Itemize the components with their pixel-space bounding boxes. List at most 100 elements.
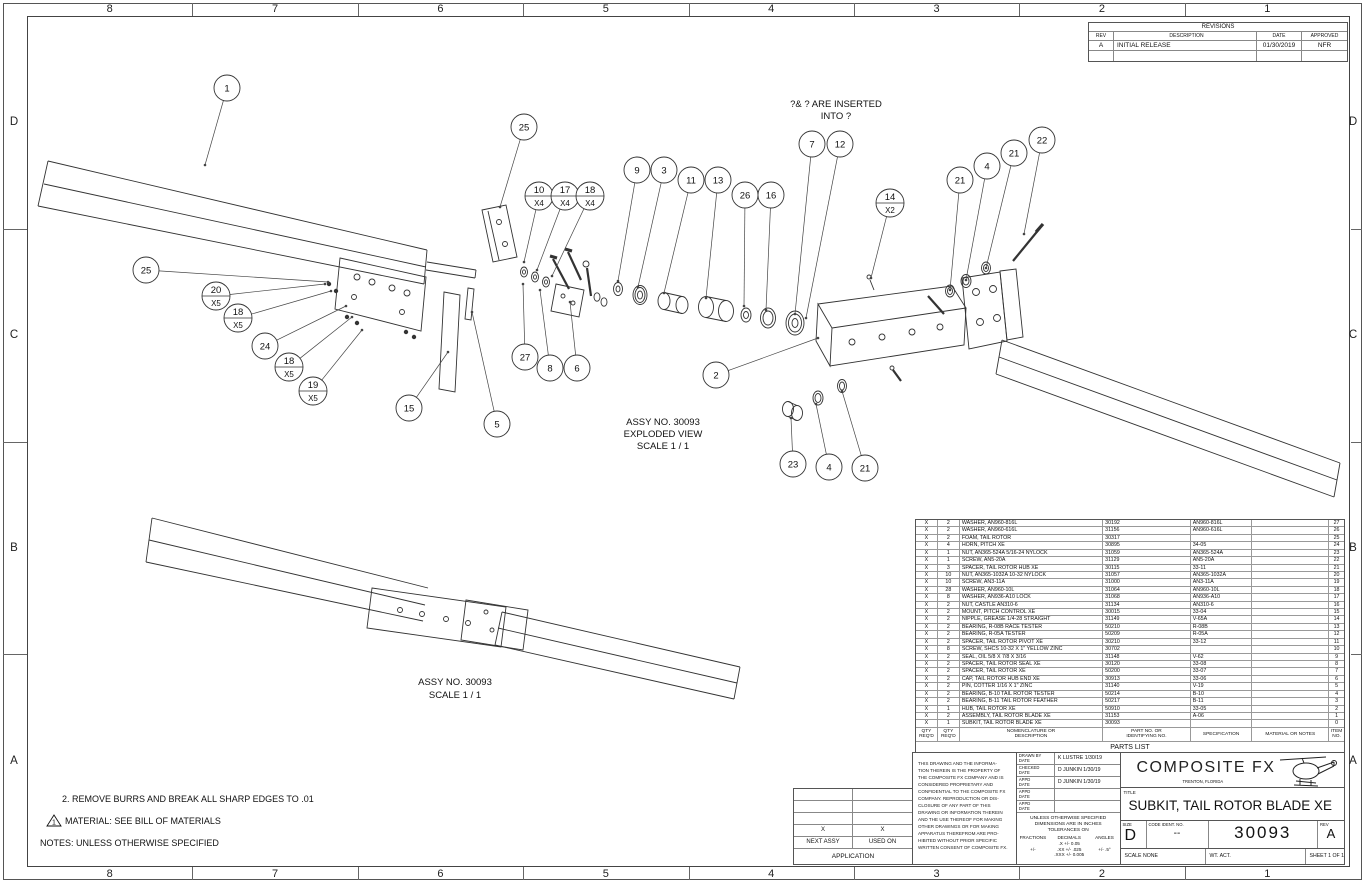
parts-cell: 14: [1333, 616, 1340, 623]
parts-cell: 50214: [1103, 690, 1191, 698]
parts-cell: 3: [1335, 698, 1339, 705]
tolerance-block: UNLESS OTHERWISE SPECIFIED DIMENSIONS AR…: [1017, 813, 1120, 864]
parts-cell: R-05A: [1191, 631, 1253, 638]
proprietary-line: WRITTEN CONSENT OF COMPOSITE FX.: [918, 845, 1008, 850]
svg-text:9: 9: [634, 165, 639, 176]
parts-cell: 26: [1333, 527, 1340, 534]
proprietary-line: TION THEREIN IS THE PROPERTY OF: [918, 768, 1001, 773]
revisions-title: REVISIONS: [1089, 23, 1347, 32]
balloon-15: 15: [395, 350, 450, 422]
parts-cell: 2: [938, 601, 960, 609]
tolerance-fractions: FRACTIONS +/-: [1019, 835, 1047, 852]
svg-text:11: 11: [686, 175, 696, 186]
zone-letter-right: D: [1348, 116, 1358, 129]
exploded-label-line2: EXPLODED VIEW: [624, 429, 703, 440]
svg-text:3: 3: [661, 165, 666, 176]
zone-tick: [192, 3, 194, 16]
parts-cell: 2: [938, 638, 960, 646]
sheet-inner-frame: [27, 16, 1350, 867]
balloon-25: 25: [132, 256, 330, 284]
parts-cell: WASHER, AN960-10L: [960, 586, 1104, 594]
zone-tick: [688, 3, 690, 16]
zone-number-top: 8: [106, 3, 113, 15]
parts-cell: [1252, 520, 1330, 527]
svg-text:10: 10: [534, 185, 545, 196]
parts-cell: [1252, 646, 1330, 653]
svg-text:27: 27: [520, 352, 531, 363]
parts-cell: 10: [1333, 646, 1340, 653]
parts-cell: AN960-10L: [1191, 586, 1253, 594]
tolerance-decimal-value: .XXX +/- 0.005: [1054, 852, 1085, 858]
parts-cell: 2: [938, 661, 960, 668]
application-x-row: X X: [794, 825, 912, 837]
parts-cell: [1252, 609, 1330, 616]
parts-cell: X: [916, 653, 938, 661]
parts-cell: 1: [938, 549, 960, 557]
spindle-shaft: [425, 261, 477, 279]
parts-cell: 15: [1333, 609, 1340, 616]
parts-cell: 2: [1335, 705, 1339, 712]
parts-cell: NUT, AN365-1032A 10-32 NYLOCK: [960, 571, 1104, 579]
svg-text:X4: X4: [534, 199, 544, 208]
signature-value: [1055, 789, 1120, 800]
scale-cell: SCALE NONE: [1121, 849, 1206, 864]
proprietary-notice: THIS DRAWING AND THE INFORMA-TION THEREI…: [913, 753, 1017, 864]
svg-text:21: 21: [1009, 148, 1020, 159]
parts-cell: V-62: [1191, 653, 1253, 661]
parts-header-specification: SPECIFICATION: [1191, 727, 1253, 741]
tail-rotor-hub: [815, 274, 967, 368]
revisions-table: REVISIONS REV DESCRIPTION DATE APPROVED …: [1088, 22, 1348, 62]
balloon-11: 11: [662, 166, 705, 295]
code-ident-cell: CODE IDENT. NO. --: [1147, 821, 1209, 848]
proprietary-line: AND THE USE THEREOF FOR MAKING: [918, 817, 1003, 822]
parts-cell: AN310-6: [1191, 601, 1253, 609]
zone-number-bottom: 4: [768, 868, 775, 880]
parts-cell: 31068: [1103, 594, 1191, 601]
balloon-21: 21: [840, 389, 879, 482]
parts-cell: 30015: [1103, 609, 1191, 616]
parts-cell: AN960-616L: [1191, 527, 1253, 534]
parts-cell: ASSEMBLY, TAIL ROTOR BLADE XE: [960, 712, 1104, 720]
zone-tick: [357, 3, 359, 16]
zone-number-bottom: 2: [1098, 868, 1105, 880]
parts-cell: 31153: [1103, 712, 1191, 720]
zone-number-top: 5: [602, 3, 609, 15]
parts-cell: 2: [938, 520, 960, 527]
zone-tick: [357, 867, 359, 880]
zone-number-bottom: 8: [106, 868, 113, 880]
svg-text:7: 7: [809, 139, 814, 150]
svg-text:X5: X5: [211, 299, 221, 308]
title-block-right: COMPOSITE FX TRENTON, FLORIDA TITLE SUBK…: [1120, 753, 1344, 864]
company-name: COMPOSITE FX: [1136, 759, 1276, 776]
balloon-callouts: 1252520X518X52418X519X515510X417X418X427…: [132, 74, 1056, 482]
parts-cell: WASHER, AN960-616L: [960, 527, 1104, 534]
parts-cell: 30317: [1103, 534, 1191, 542]
parts-cell: B-10: [1191, 690, 1253, 698]
parts-cell: 50209: [1103, 631, 1191, 638]
zone-letter-left: B: [10, 541, 18, 554]
parts-cell: FOAM, TAIL ROTOR: [960, 534, 1104, 542]
note-2: 2. REMOVE BURRS AND BREAK ALL SHARP EDGE…: [62, 794, 314, 804]
parts-cell: 31000: [1103, 579, 1191, 586]
balloon-8: 8: [536, 288, 564, 382]
parts-cell: AN365-524A: [1191, 549, 1253, 557]
signature-value: D JUNKIN 1/30/19: [1057, 767, 1101, 773]
tolerance-angles: ANGLES +/- .5°: [1095, 835, 1114, 852]
parts-cell: 11: [1333, 638, 1340, 645]
svg-text:18: 18: [585, 185, 596, 196]
next-assy-label: NEXT ASSY: [794, 837, 853, 848]
used-on-label: USED ON: [868, 839, 897, 845]
parts-cell: [1252, 623, 1330, 631]
note-1-text: MATERIAL: SEE BILL OF MATERIALS: [65, 815, 221, 826]
svg-text:18: 18: [233, 307, 244, 318]
tail-rotor-blade-left: [37, 160, 428, 285]
parts-cell: AN960-816L: [1191, 520, 1253, 527]
balloon-2: 2: [702, 336, 820, 389]
